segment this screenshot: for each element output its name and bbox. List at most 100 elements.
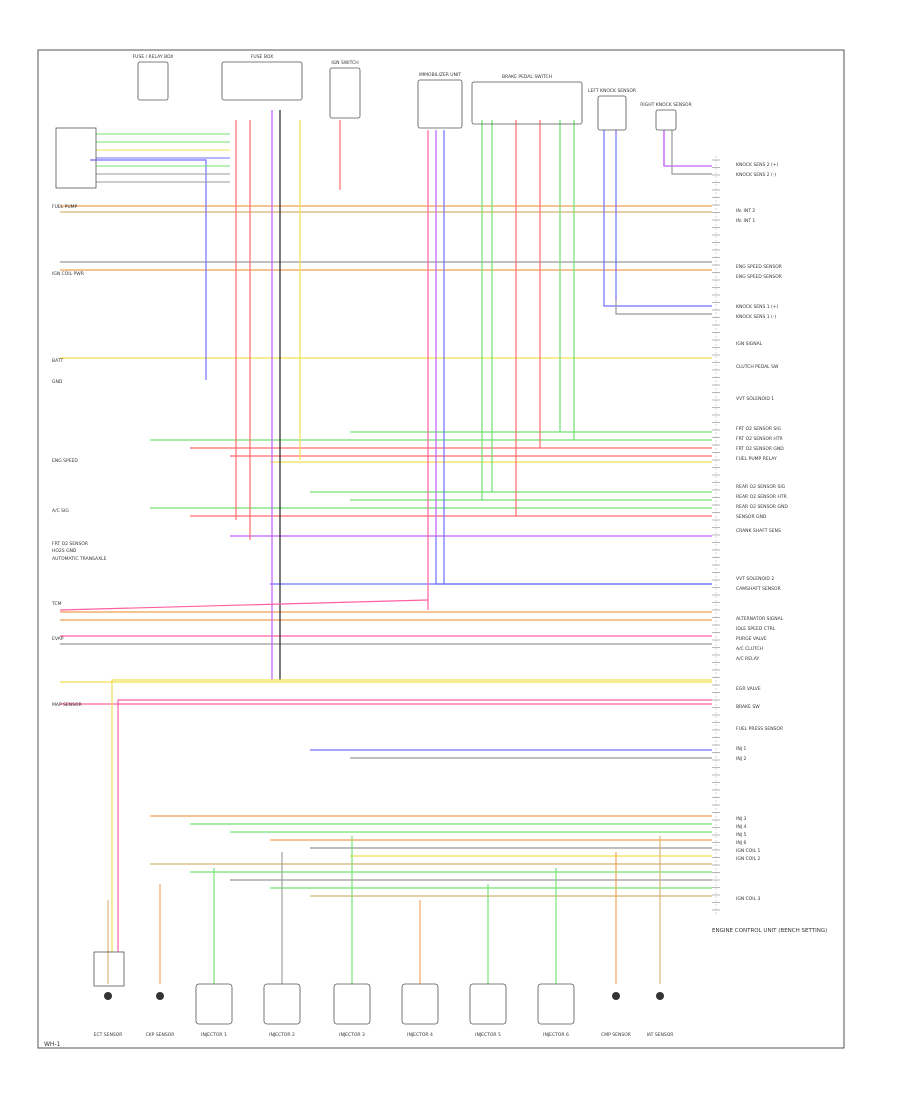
ecu-pin-label: PURGE VALVE: [736, 636, 767, 642]
ecu-pin-label: BRAKE SW: [736, 704, 760, 710]
bottom-left-wire: [117, 699, 712, 952]
fuse-relay-box-label: FUSE / RELAY BOX: [133, 54, 174, 60]
diagram-title: ENGINE CONTROL UNIT (BENCH SETTING): [712, 928, 827, 934]
fuse-relay-box: [137, 61, 169, 101]
left-harness-label: FUEL PUMP: [52, 204, 78, 210]
ckp-sensor: [156, 992, 164, 1000]
ecu-pin-label: IN. INT 1: [736, 218, 755, 224]
knock-sensor-wire: [615, 300, 712, 315]
ecu-pin-label: ENG SPEED SENSOR: [736, 274, 782, 280]
fuel-pump-wire: [90, 159, 207, 380]
injector-5-label: INJECTOR 5: [475, 1032, 501, 1038]
ecu-pin-label: A/C RELAY: [736, 656, 759, 662]
fuel-door-connector: [55, 127, 97, 189]
injector-1: [195, 983, 233, 1025]
ecu-pin-label: INJ 4: [736, 824, 746, 830]
injector-3: [333, 983, 371, 1025]
diagram-frame: [37, 49, 845, 1049]
left-harness-label: AUTOMATIC TRANSAXLE: [52, 556, 107, 562]
bottom-left-connector: [93, 951, 125, 987]
ecu-pin-label: CAMSHAFT SENSOR: [736, 586, 781, 592]
ecu-pin-label: VVT SOLENOID 1: [736, 396, 774, 402]
left-knock-sensor-label: LEFT KNOCK SENSOR: [588, 88, 636, 94]
ecu-pin-label: INJ 2: [736, 756, 746, 762]
ect-sensor: [104, 992, 112, 1000]
left-harness-label: TCM: [51, 601, 62, 607]
injector-6: [537, 983, 575, 1025]
immobilizer-unit: [417, 79, 463, 129]
left-harness-label: MAP SENSOR: [52, 702, 82, 708]
ecu-pin-label: KNOCK SENS 1 (-): [736, 314, 776, 320]
ecu-pin-label: KNOCK SENS 2 (+): [736, 162, 779, 168]
wire-layer: [59, 110, 712, 984]
brake-wire: [435, 536, 712, 585]
ecu-pin-label: INJ 3: [736, 816, 746, 822]
footer-code: WH-1: [44, 1041, 61, 1048]
injector-1-label: INJECTOR 1: [201, 1032, 227, 1038]
bottom-left-wire: [111, 679, 712, 952]
left-harness-label: HO2S GND: [52, 548, 77, 554]
label-layer: KNOCK SENS 2 (+)KNOCK SENS 2 (-)IN. INT …: [51, 54, 788, 1038]
injector-2-label: INJECTOR 2: [269, 1032, 295, 1038]
ecu-pin-label: REAR O2 SENSOR GND: [736, 504, 788, 510]
ecu-pin-label: A/C CLUTCH: [736, 646, 763, 652]
left-harness-label: BATT: [52, 358, 63, 364]
knock-sensor-2-wire: [663, 130, 712, 167]
ecu-pin-label: EGR VALVE: [736, 686, 761, 692]
iat-sensor-label: IAT SENSOR: [647, 1032, 674, 1038]
ect-sensor-label: ECT SENSOR: [94, 1032, 123, 1038]
fuse-box-2: [221, 61, 303, 101]
ecu-pin-label: SENSOR GND: [736, 514, 767, 520]
ecu-pin-label: IGN COIL 2: [736, 856, 761, 862]
ecu-pin-label: REAR O2 SENSOR SIG: [736, 484, 786, 490]
left-harness-label: EVAP: [52, 636, 64, 642]
ecu-pin-label: FRT O2 SENSOR HTR: [736, 436, 783, 442]
left-harness-label: IGN COIL PWR: [52, 271, 84, 277]
right-knock-sensor: [655, 109, 677, 131]
knock-sensor-wire: [603, 300, 712, 307]
ecu-pin-label: FRT O2 SENSOR SIG: [736, 426, 782, 432]
left-knock-sensor: [597, 95, 627, 131]
injector-5: [469, 983, 507, 1025]
knock-sensor-2-wire: [671, 130, 712, 175]
ecu-pin-label: FUEL PUMP RELAY: [736, 456, 777, 462]
injector-4-label: INJECTOR 4: [407, 1032, 433, 1038]
ecu-pin-label: CRANK SHAFT SENS: [736, 528, 781, 534]
brake-pedal-switch: [471, 81, 583, 125]
injector-6-label: INJECTOR 6: [543, 1032, 569, 1038]
cmp-sensor: [612, 992, 620, 1000]
left-harness-label: ENG SPEED: [52, 458, 78, 464]
ecu-pin-label: INJ 1: [736, 746, 746, 752]
ecu-pin-label: VVT SOLENOID 2: [736, 576, 774, 582]
ign-switch-label: IGN SWITCH: [331, 60, 358, 66]
cmp-sensor-label: CMP SENSOR: [601, 1032, 631, 1038]
ecu-pin-label: KNOCK SENS 1 (+): [736, 304, 779, 310]
ecu-pin-label: IGN SIGNAL: [736, 341, 763, 347]
ecu-pin-label: FRT O2 SENSOR GND: [736, 446, 784, 452]
injector-2: [263, 983, 301, 1025]
ecu-pin-label: IGN COIL 1: [736, 848, 761, 854]
ecu-pin-label: CLUTCH PEDAL SW: [736, 364, 779, 370]
ecu-pin-label: IDLE SPEED CTRL: [736, 626, 776, 632]
left-harness-label: GND: [52, 379, 63, 385]
ecu-pin-label: ALTERNATOR SIGNAL: [736, 616, 784, 622]
component-layer: [55, 61, 720, 1025]
left-harness-label: A/C SIG: [52, 508, 69, 514]
immobilizer-unit-label: IMMOBILIZER UNIT: [419, 72, 461, 78]
ecu-pin-label: IGN COIL 3: [736, 896, 761, 902]
iat-sensor: [656, 992, 664, 1000]
ecu-pin-label: IN. INT 2: [736, 208, 755, 214]
fuse-box-2-label: FUSE BOX: [251, 54, 273, 60]
ecu-pin-label: FUEL PRESS SENSOR: [736, 726, 783, 732]
immobilizer-wire: [59, 599, 429, 611]
ecu-pin-label: REAR O2 SENSOR HTR: [736, 494, 787, 500]
ckp-sensor-label: CKP SENSOR: [146, 1032, 175, 1038]
injector-3-label: INJECTOR 3: [339, 1032, 365, 1038]
brake-pedal-switch-label: BRAKE PEDAL SWITCH: [502, 74, 552, 80]
ecu-pin-label: INJ 6: [736, 840, 746, 846]
ecu-pin-label: ENG SPEED SENSOR: [736, 264, 782, 270]
ecu-pin-label: INJ 5: [736, 832, 746, 838]
ign-switch: [329, 67, 361, 119]
right-knock-sensor-label: RIGHT KNOCK SENSOR: [640, 102, 691, 108]
